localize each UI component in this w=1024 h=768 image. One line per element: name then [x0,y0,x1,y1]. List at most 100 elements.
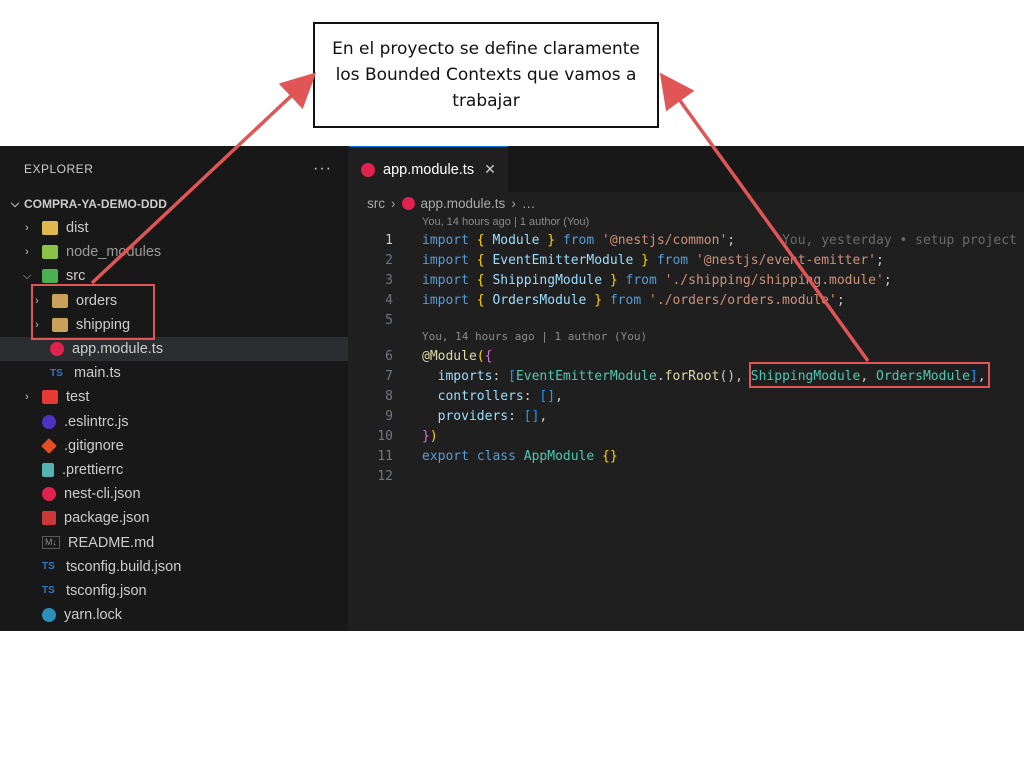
tree-item-eslintrc[interactable]: .eslintrc.js [0,410,348,434]
tree-item-test[interactable]: › test [0,385,348,409]
tree-item-label: .eslintrc.js [64,413,129,430]
dist-folder-icon [42,221,58,236]
more-actions-icon[interactable]: ··· [313,160,332,177]
nest-icon [361,162,375,177]
tree-item-label: dist [66,220,89,237]
folder-icon [52,293,68,308]
codelens-blame[interactable]: You, 14 hours ago | 1 author (You) [422,216,590,228]
breadcrumb-file[interactable]: app.module.ts [420,195,506,211]
annotation-line-1: En el proyecto se define claramente [332,39,640,59]
nest-icon [401,196,415,210]
tree-item-main-ts[interactable]: TS main.ts [0,361,348,385]
tree-item-src[interactable]: ⌵ src [0,264,348,288]
tree-item-label: yarn.lock [64,607,123,624]
annotation-callout: En el proyecto se define claramente los … [313,22,659,128]
breadcrumb-more[interactable]: … [521,195,536,211]
tree-item-label: app.module.ts [72,341,164,358]
tree-item-label: tsconfig.build.json [66,558,182,575]
markdown-icon: M↓ [42,536,60,550]
tree-item-orders[interactable]: › orders [0,289,348,313]
folder-icon [52,317,68,332]
tab-label: app.module.ts [383,161,475,178]
project-root-label: COMPRA-YA-DEMO-DDD [24,197,167,211]
explorer-title: EXPLORER [24,162,94,176]
vscode-window: EXPLORER ··· ⌵ COMPRA-YA-DEMO-DDD › dist… [0,146,1024,631]
tree-item-label: tsconfig.json [66,582,147,599]
chevron-down-icon: ⌵ [10,197,20,210]
tree-item-readme[interactable]: M↓ README.md [0,530,348,554]
breadcrumb: src › app.module.ts › … [349,192,1024,214]
nest-icon [42,487,56,502]
eslint-icon [42,414,56,429]
tree-item-tsconfig[interactable]: TS tsconfig.json [0,579,348,603]
chevron-right-icon: › [25,222,29,235]
tree-item-label: shipping [76,316,131,333]
tree-item-yarn-lock[interactable]: yarn.lock [0,603,348,627]
tree-item-nest-cli[interactable]: nest-cli.json [0,482,348,506]
test-folder-icon [42,390,58,405]
editor-area: app.module.ts ✕ src › app.module.ts › … … [349,146,1024,631]
ts-icon: TS [50,367,63,379]
prettier-icon [42,462,54,477]
src-folder-icon [42,269,58,284]
chevron-right-icon: › [25,391,29,404]
chevron-right-icon: › [35,318,39,331]
tab-app-module[interactable]: app.module.ts ✕ [349,146,508,192]
tsconfig-icon: TS [42,585,55,597]
chevron-down-icon: ⌵ [22,269,32,282]
tree-item-label: README.md [68,534,155,551]
code-line-7: 7 imports: [EventEmitterModule.forRoot()… [385,368,986,384]
chevron-right-icon: › [35,294,39,307]
tree-item-label: .prettierrc [62,461,124,478]
code-line-8: 8 controllers: [], [385,388,563,404]
annotation-line-2: los Bounded Contexts que vamos a [335,65,637,85]
tree-item-label: src [66,268,86,285]
project-root[interactable]: ⌵ COMPRA-YA-DEMO-DDD [0,192,348,216]
tree-item-gitignore[interactable]: .gitignore [0,434,348,458]
tree-item-label: node_modules [66,244,162,261]
explorer-header: EXPLORER ··· [0,146,348,192]
tree-item-dist[interactable]: › dist [0,216,348,240]
tree-item-label: orders [76,292,118,309]
codelens-blame[interactable]: You, 14 hours ago | 1 author (You) [422,330,648,343]
tree-item-label: package.json [64,510,150,527]
tree-item-label: nest-cli.json [64,486,141,503]
code-line-12: 12 [377,468,393,484]
git-icon [41,437,57,454]
inline-blame: You, yesterday • setup project [782,232,1017,248]
tree-item-shipping[interactable]: › shipping [0,313,348,337]
tree-item-tsconfig-build[interactable]: TS tsconfig.build.json [0,555,348,579]
tree-item-app-module[interactable]: app.module.ts [0,336,348,362]
nest-icon [50,342,64,357]
tree-item-node-modules[interactable]: › node_modules [0,240,348,264]
chevron-right-icon: › [25,246,29,259]
tree-item-label: test [66,389,90,406]
file-tree: › dist › node_modules ⌵ src › orders [0,216,348,627]
annotation-line-3: trabajar [452,91,520,111]
code-line-6: 6@Module({ [385,348,493,364]
code-line-5: 5 [385,312,393,328]
node-modules-folder-icon [42,245,58,260]
code-line-9: 9 providers: [], [385,408,548,424]
npm-icon [42,511,56,526]
close-icon[interactable]: ✕ [484,161,496,177]
tree-item-prettierrc[interactable]: .prettierrc [0,458,348,482]
tree-item-label: .gitignore [64,437,124,454]
highlight-box-folders [31,284,155,340]
tsconfig-icon: TS [42,561,55,573]
explorer-sidebar: EXPLORER ··· ⌵ COMPRA-YA-DEMO-DDD › dist… [0,146,348,631]
code-line-10: 10}) [377,428,438,444]
chevron-right-icon: › [391,195,396,211]
tree-item-package-json[interactable]: package.json [0,506,348,530]
highlight-box-imports [749,362,990,388]
yarn-icon [42,608,56,623]
breadcrumb-src[interactable]: src [367,195,385,211]
tree-item-label: main.ts [74,365,121,382]
chevron-right-icon: › [511,195,516,211]
